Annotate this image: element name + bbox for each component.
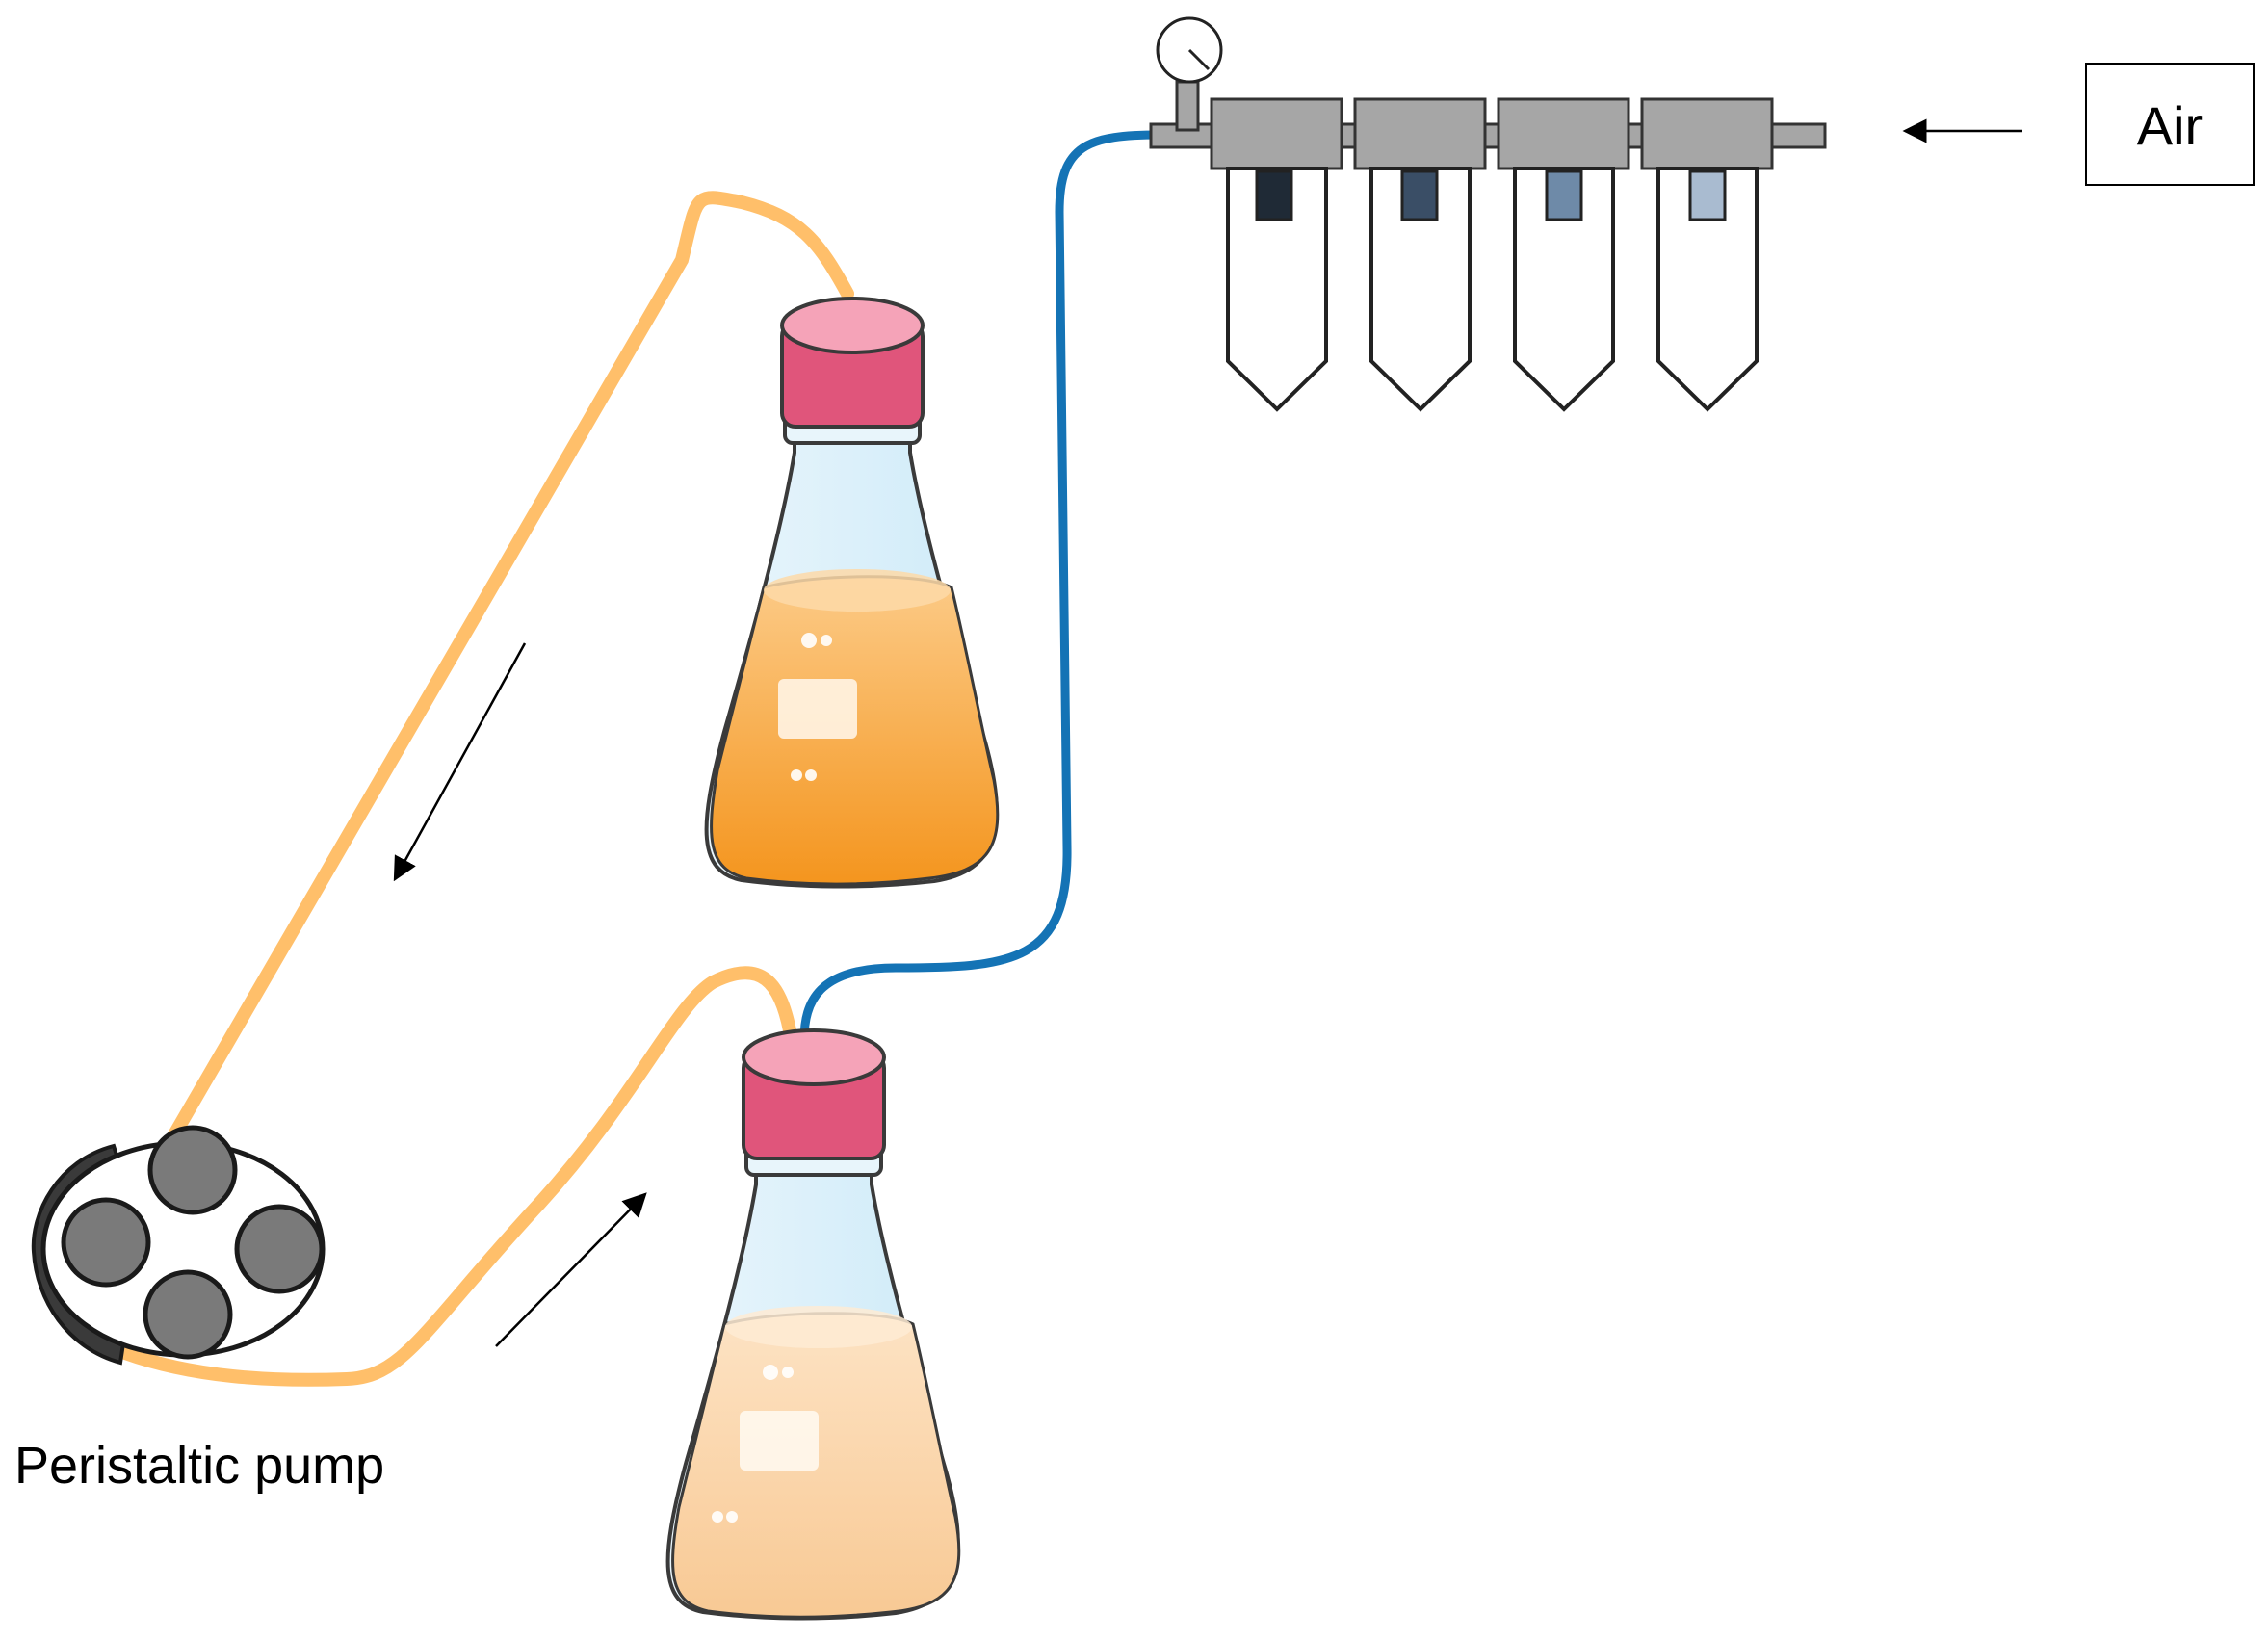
air-tubing (799, 130, 1165, 1045)
flask-label-patch (740, 1411, 819, 1471)
filter-indicator (1400, 169, 1439, 221)
flow-arrow-up (495, 1192, 647, 1347)
graduation-dot (791, 769, 802, 781)
filter-indicator (1688, 169, 1727, 221)
graduation-dot (782, 1367, 794, 1378)
air-filter-assembly (1149, 16, 1827, 412)
graduation-dot (801, 633, 817, 648)
upper-flask (704, 297, 1000, 889)
filter-3 (1497, 97, 1630, 412)
flask-cap-top (780, 297, 925, 354)
gauge-needle (1187, 48, 1211, 71)
graduation-dot (821, 635, 832, 646)
graduation-dot (805, 769, 817, 781)
filter-1 (1210, 97, 1343, 412)
graduation-dot (712, 1511, 723, 1523)
flask-liquid-surface (725, 1306, 912, 1348)
filter-indicator (1545, 169, 1583, 221)
filter-indicator (1255, 169, 1293, 221)
pump-roller (61, 1197, 151, 1288)
air-label: Air (2137, 95, 2203, 156)
flask-label-patch (778, 679, 857, 739)
pump-roller (143, 1269, 233, 1360)
graduation-dot (763, 1365, 778, 1380)
flask-liquid-surface (764, 569, 951, 612)
pump-label: Peristaltic pump (14, 1437, 384, 1495)
flow-arrow-down (393, 642, 527, 882)
gauge-stem (1175, 80, 1200, 132)
pump-roller (147, 1125, 238, 1215)
pump-roller (234, 1204, 325, 1294)
peristaltic-pump (31, 1125, 326, 1366)
lower-flask (665, 1028, 961, 1621)
graduation-dot (726, 1511, 738, 1523)
flask-cap-top (742, 1028, 886, 1086)
tubing-pump-to-lower (118, 966, 796, 1387)
filter-2 (1353, 97, 1487, 412)
filter-4 (1640, 97, 1774, 412)
air-label-box: Air (2085, 63, 2255, 186)
tubing-upper-to-pump (167, 191, 854, 1143)
